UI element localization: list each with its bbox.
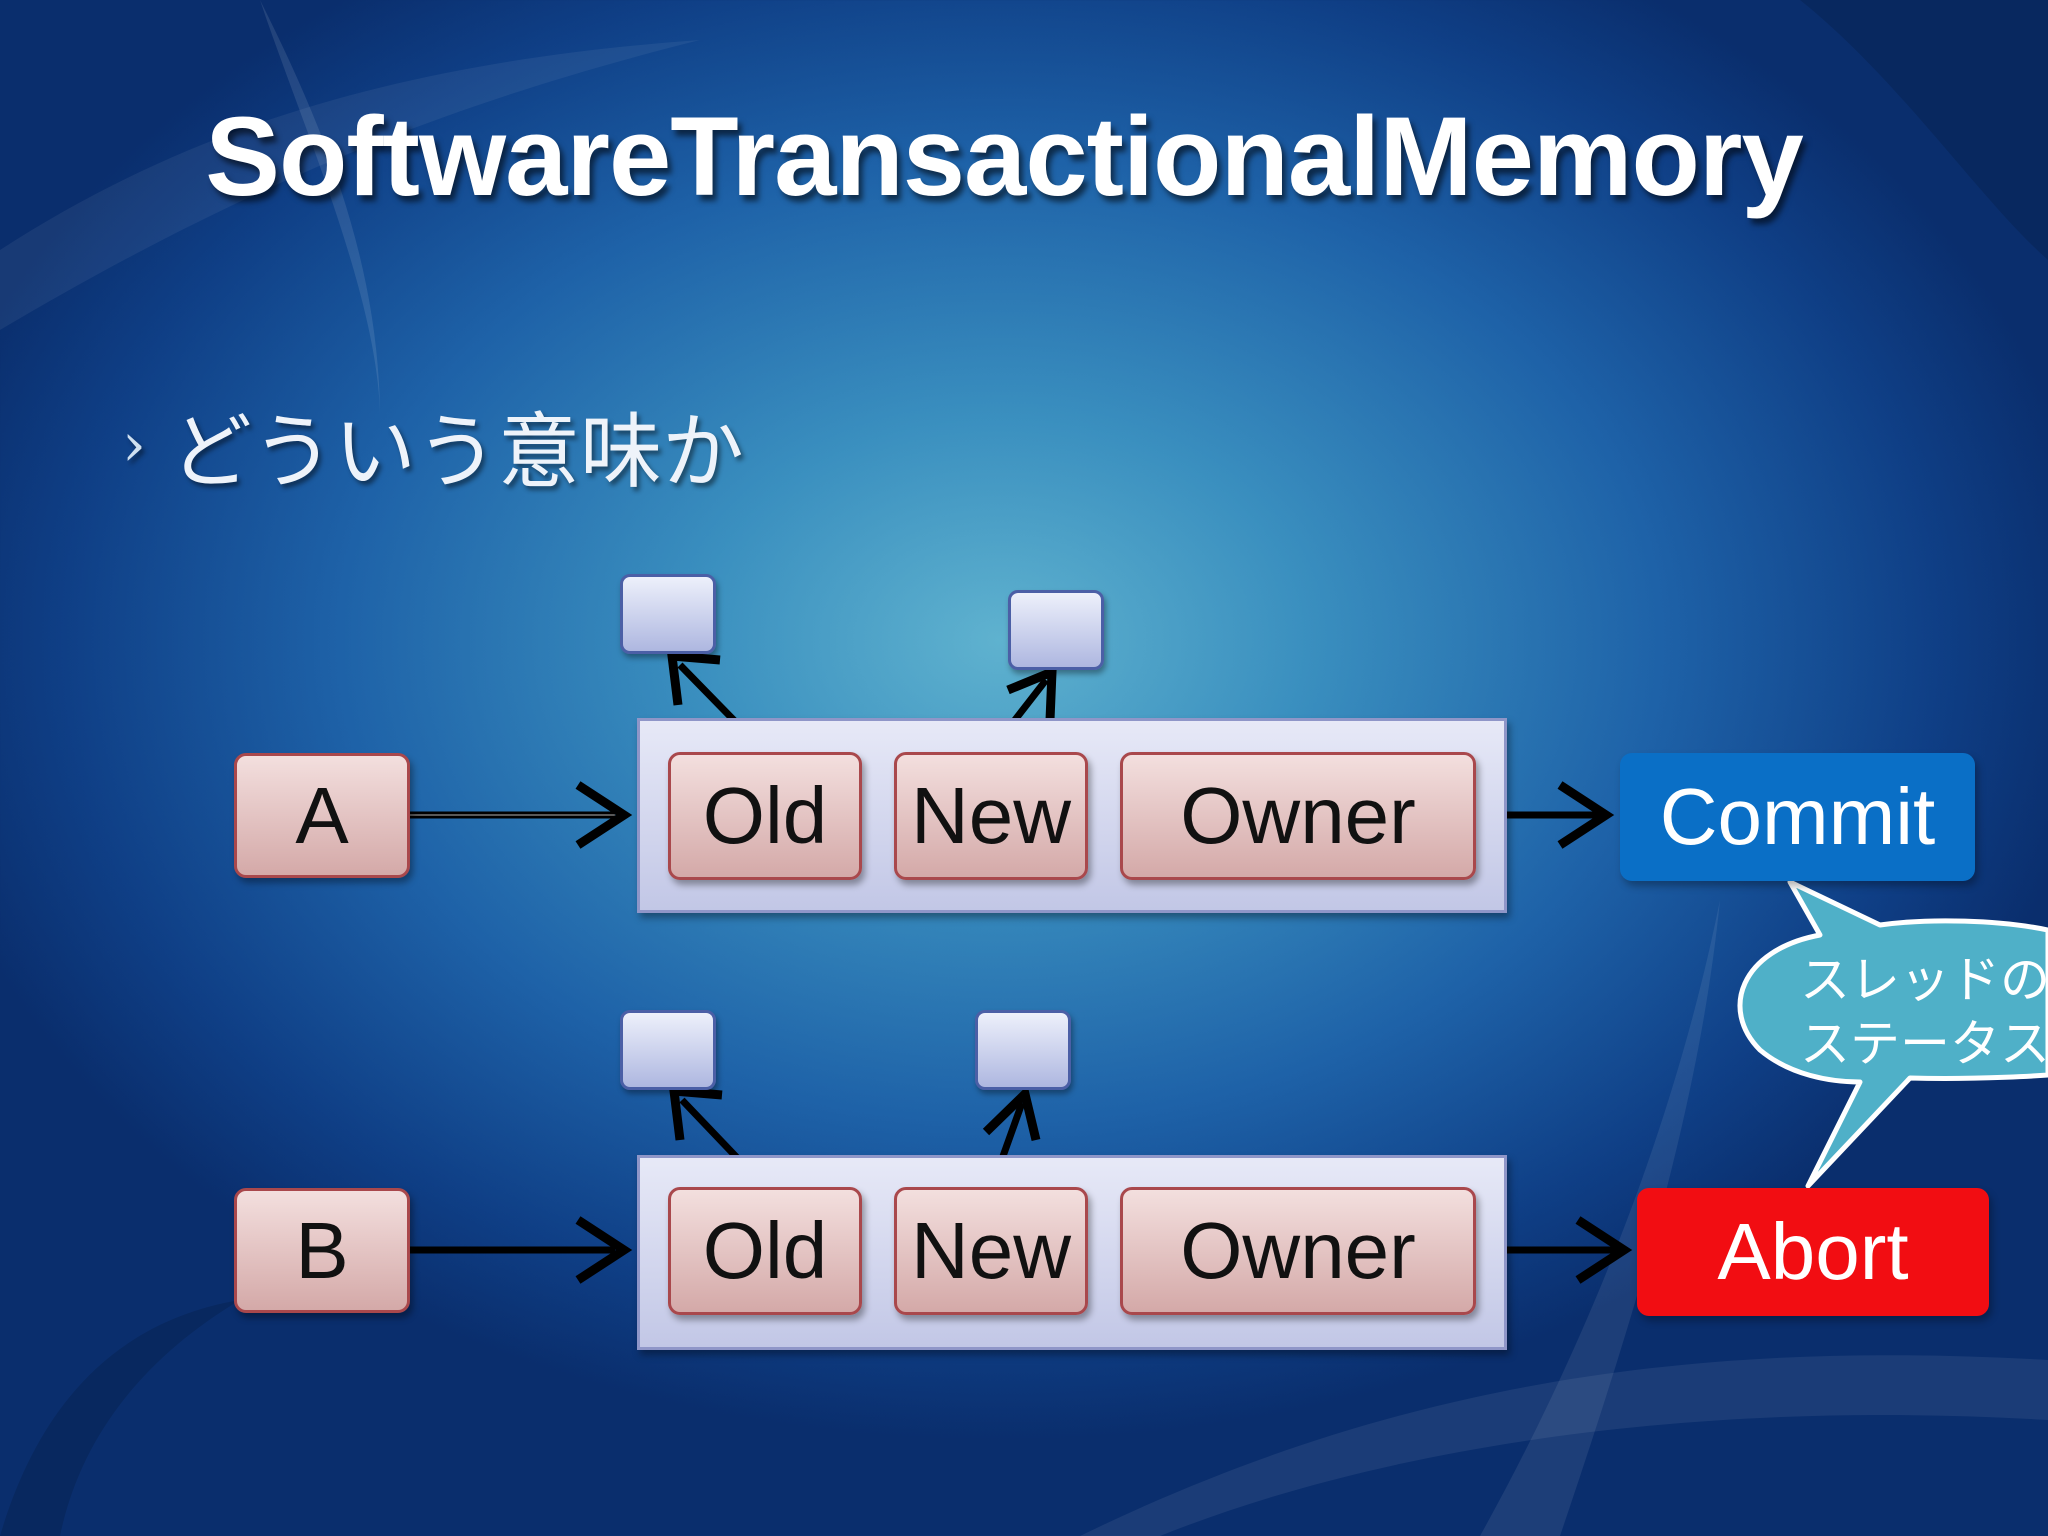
- new-field-a: New: [894, 752, 1088, 880]
- old-value-object-b: [620, 1010, 716, 1090]
- thread-a-box: A: [234, 753, 410, 878]
- thread-b-box: B: [234, 1188, 410, 1313]
- old-field-a: Old: [668, 752, 862, 880]
- old-field-b: Old: [668, 1187, 862, 1315]
- owner-field-b: Owner: [1120, 1187, 1476, 1315]
- old-value-object-a: [620, 574, 716, 654]
- bullet-chevron-icon: ›: [122, 409, 146, 480]
- new-field-b: New: [894, 1187, 1088, 1315]
- owner-field-a: Owner: [1120, 752, 1476, 880]
- callout-line-2: ステータス: [1800, 1015, 2048, 1073]
- callout-text: スレッドの ステータス: [1800, 948, 2048, 1076]
- new-value-object-a: [1008, 590, 1104, 670]
- abort-status: Abort: [1637, 1188, 1989, 1316]
- bullet-point: › どういう意味か: [122, 385, 744, 504]
- commit-status: Commit: [1620, 753, 1975, 881]
- slide-title: SoftwareTransactionalMemory: [205, 94, 1804, 219]
- new-value-object-b: [975, 1010, 1071, 1090]
- callout-line-1: スレッドの: [1800, 951, 2048, 1009]
- bullet-text: どういう意味か: [170, 405, 745, 500]
- callout-bubble: [1737, 879, 2048, 1189]
